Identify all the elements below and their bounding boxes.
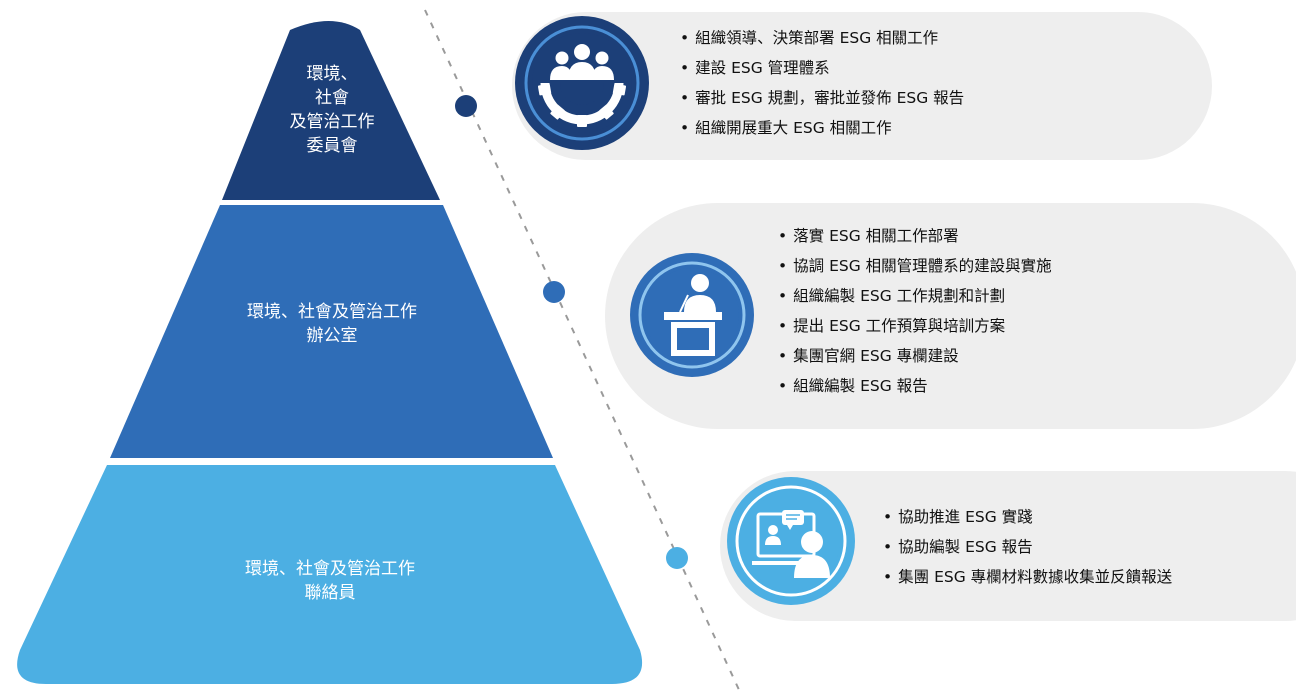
video-call-icon bbox=[727, 477, 855, 605]
list-item: 審批 ESG 規劃，審批並發佈 ESG 報告 bbox=[680, 83, 964, 113]
gear-team-icon bbox=[515, 16, 649, 150]
connector-dot-middle bbox=[543, 281, 565, 303]
list-item: 組織開展重大 ESG 相關工作 bbox=[680, 113, 964, 143]
tier-label-line: 環境、社會及管治工作 bbox=[247, 302, 417, 322]
office-duties-list: 落實 ESG 相關工作部署 協調 ESG 相關管理體系的建設與實施 組織編製 E… bbox=[778, 221, 1052, 401]
tier-label-office: 環境、社會及管治工作 辦公室 bbox=[220, 300, 444, 348]
list-item: 建設 ESG 管理體系 bbox=[680, 53, 964, 83]
tier-label-committee: 環境、 社會 及管治工作 委員會 bbox=[262, 62, 402, 158]
tier-label-line: 委員會 bbox=[306, 136, 358, 156]
list-item: 組織編製 ESG 報告 bbox=[778, 371, 1052, 401]
liaison-duties-list: 協助推進 ESG 實踐 協助編製 ESG 報告 集團 ESG 專欄材料數據收集並… bbox=[883, 502, 1172, 592]
tier-label-line: 社會 bbox=[315, 88, 349, 108]
list-item: 組織領導、決策部署 ESG 相關工作 bbox=[680, 23, 964, 53]
list-item: 組織編製 ESG 工作規劃和計劃 bbox=[778, 281, 1052, 311]
pyramid-tier-middle bbox=[110, 205, 553, 458]
list-item: 集團 ESG 專欄材料數據收集並反饋報送 bbox=[883, 562, 1172, 592]
podium-speaker-icon bbox=[630, 253, 754, 377]
tier-label-line: 環境、 bbox=[306, 64, 358, 84]
connector-dot-top bbox=[455, 95, 477, 117]
list-item: 落實 ESG 相關工作部署 bbox=[778, 221, 1052, 251]
pyramid-tier-top bbox=[222, 21, 440, 200]
list-item: 提出 ESG 工作預算與培訓方案 bbox=[778, 311, 1052, 341]
connector-dot-bottom bbox=[666, 547, 688, 569]
tier-label-line: 及管治工作 bbox=[289, 112, 375, 132]
list-item: 集團官網 ESG 專欄建設 bbox=[778, 341, 1052, 371]
tier-label-line: 環境、社會及管治工作 bbox=[245, 559, 415, 579]
tier-label-line: 聯絡員 bbox=[304, 583, 356, 603]
committee-duties-list: 組織領導、決策部署 ESG 相關工作 建設 ESG 管理體系 審批 ESG 規劃… bbox=[680, 23, 964, 143]
list-item: 協助推進 ESG 實踐 bbox=[883, 502, 1172, 532]
tier-label-liaison: 環境、社會及管治工作 聯絡員 bbox=[218, 557, 442, 605]
pyramid-tier-bottom bbox=[17, 465, 643, 684]
list-item: 協調 ESG 相關管理體系的建設與實施 bbox=[778, 251, 1052, 281]
tier-label-line: 辦公室 bbox=[306, 326, 358, 346]
list-item: 協助編製 ESG 報告 bbox=[883, 532, 1172, 562]
